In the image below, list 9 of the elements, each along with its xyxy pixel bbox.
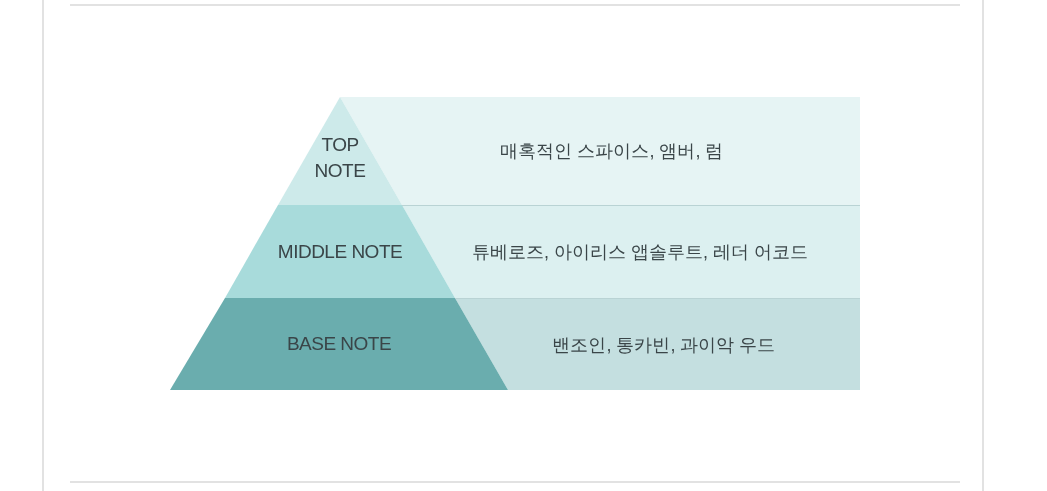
note-ingredients: 매혹적인 스파이스, 앰버, 럼	[500, 140, 724, 163]
tier-label: BASE NOTE	[286, 332, 392, 357]
pyramid-tier	[278, 97, 402, 205]
pyramid-tier	[170, 298, 508, 390]
tier-label: MIDDLE NOTE	[277, 239, 403, 264]
pyramid-tier	[225, 205, 455, 298]
note-ingredients: 튜베로즈, 아이리스 앱솔루트, 레더 어코드	[472, 241, 808, 264]
tier-label: TOP NOTE	[313, 133, 367, 183]
note-ingredients: 밴조인, 통카빈, 과이악 우드	[552, 333, 776, 357]
